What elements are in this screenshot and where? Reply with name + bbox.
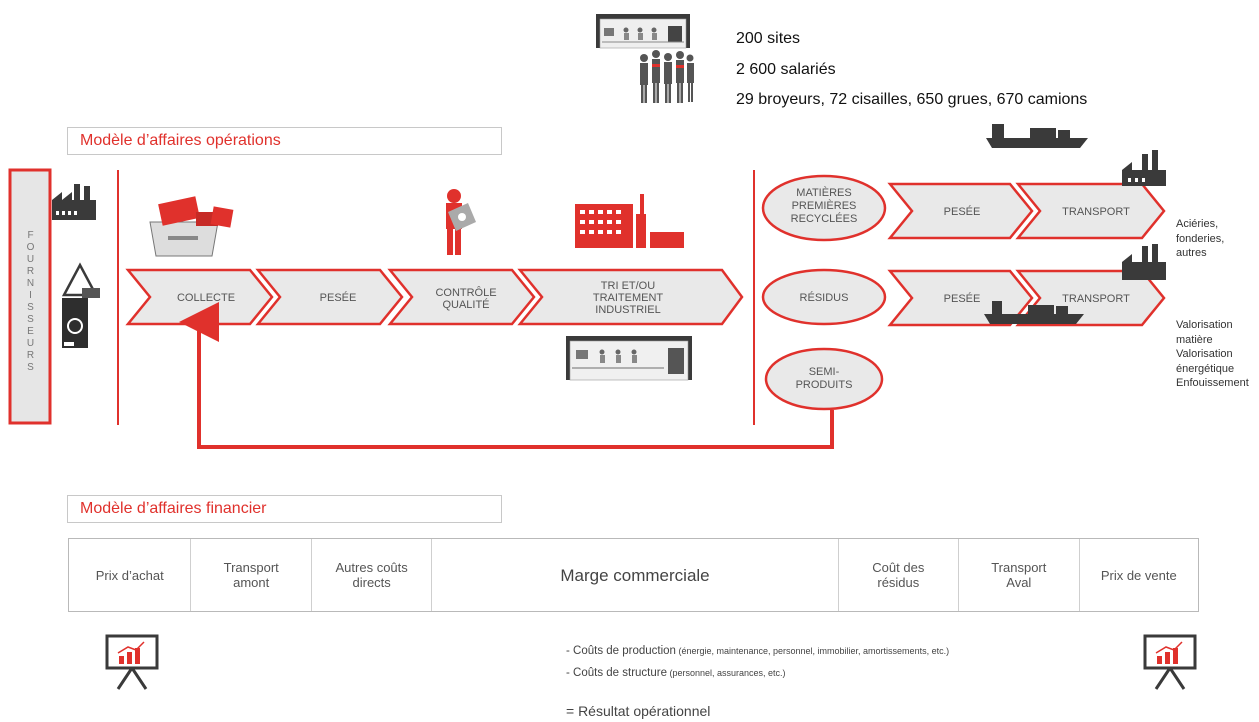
- semi-label-2: PRODUITS: [796, 379, 853, 391]
- production-costs-note: - Coûts de production (énergie, maintena…: [566, 645, 950, 657]
- residues-transport-label: TRANSPORT: [1062, 293, 1130, 305]
- step-collecte: [125, 268, 274, 326]
- step-tri-traitement: [517, 268, 744, 326]
- cell-residue-cost: Coût des résidus: [839, 539, 960, 611]
- step-controle-qualite: [387, 268, 536, 326]
- processing-plant-icon: [575, 194, 684, 248]
- step-label-tri-2: TRAITEMENT: [593, 292, 664, 304]
- cell-sale-price: Prix de vente: [1100, 567, 1177, 583]
- step-label-tri-1: TRI ET/OU: [601, 280, 655, 292]
- financial-breakdown-table: Prix d’achat Transport amont Autres coût…: [68, 538, 1199, 612]
- return-arrow: [179, 302, 834, 449]
- sorting-line-icon: [566, 336, 692, 381]
- raw-label-2: PREMIÈRES: [792, 199, 857, 212]
- raw-label-3: RECYCLÉES: [791, 212, 858, 225]
- cell-purchase-price: Prix d’achat: [69, 539, 192, 611]
- destination-raw: Aciéries, fonderies, autres: [1176, 218, 1225, 259]
- scrap-container-icon: [149, 196, 234, 257]
- output-semi-products: [764, 347, 884, 411]
- cell-upstream-transport: Transport amont: [191, 539, 312, 611]
- quality-inspector-icon: [446, 189, 476, 255]
- step-label-collecte: COLLECTE: [177, 292, 235, 304]
- destination-factory-icon-2: [1122, 244, 1166, 280]
- stat-equipment: 29 broyeurs, 72 cisailles, 650 grues, 67…: [736, 91, 1088, 108]
- facility-workers-icon: [596, 14, 694, 103]
- step-label-controle-2: QUALITÉ: [442, 298, 489, 311]
- destination-factory-icon: [1122, 150, 1166, 186]
- raw-label-1: MATIÈRES: [796, 186, 851, 199]
- financial-model-title: Modèle d’affaires financier: [67, 495, 502, 523]
- residues-label: RÉSIDUS: [800, 291, 849, 304]
- semi-label-1: SEMI-: [809, 366, 840, 378]
- output-residues: [761, 268, 887, 326]
- step-label-pesee: PESÉE: [320, 291, 357, 304]
- presentation-chart-icon: [105, 634, 159, 690]
- cargo-ship-icon-small: [984, 301, 1084, 324]
- step-label-tri-3: INDUSTRIEL: [595, 304, 660, 316]
- cargo-ship-icon: [986, 124, 1088, 148]
- destination-residues: Valorisation matière Valorisation énergé…: [1176, 319, 1249, 389]
- raw-pesee: [887, 182, 1034, 240]
- suppliers-box: [8, 168, 52, 425]
- presentation-chart-icon-right: [1143, 634, 1197, 690]
- operating-result: = Résultat opérationnel: [566, 703, 711, 719]
- operations-model-title: Modèle d’affaires opérations: [67, 127, 502, 155]
- step-label-controle-1: CONTRÔLE: [435, 286, 496, 299]
- raw-pesee-label: PESÉE: [944, 205, 981, 218]
- step-pesee: [255, 268, 404, 326]
- cell-commercial-margin: Marge commerciale: [432, 539, 839, 611]
- output-raw-materials: [761, 174, 887, 242]
- cell-other-direct-costs: Autres coûts directs: [312, 539, 433, 611]
- residues-pesee-label: PESÉE: [944, 292, 981, 305]
- structure-costs-note: - Coûts de structure (personnel, assuran…: [566, 667, 786, 679]
- recycling-bin-icon: [61, 262, 100, 348]
- cell-downstream-transport: Transport Aval: [959, 539, 1080, 611]
- raw-transport-label: TRANSPORT: [1062, 206, 1130, 218]
- stat-sites: 200 sites: [736, 30, 801, 47]
- stat-employees: 2 600 salariés: [736, 61, 836, 78]
- factory-icon: [52, 184, 96, 220]
